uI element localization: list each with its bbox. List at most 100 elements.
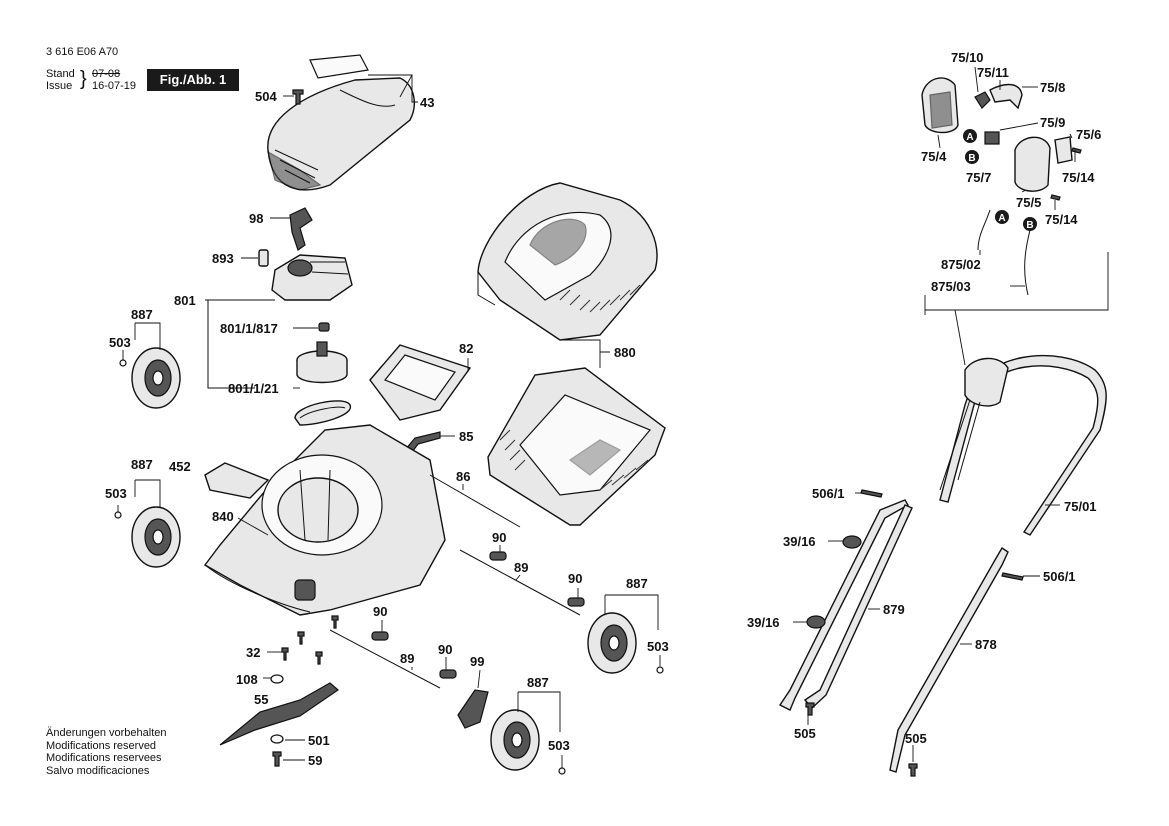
- axle-89-a: [459, 549, 581, 616]
- issue-date: 16-07-19: [92, 80, 137, 92]
- callout-801-1-21: 801/1/21: [228, 381, 279, 396]
- connector-marker-b1: B: [965, 150, 979, 164]
- screw-32-b: [297, 631, 305, 645]
- callout-503-b: 503: [105, 486, 127, 501]
- callout-887-b: 887: [131, 457, 153, 472]
- stand-label: Stand: [46, 68, 75, 80]
- callout-878: 878: [975, 637, 997, 652]
- spring-90-d: [439, 669, 457, 679]
- upper-handle-75-01: [939, 354, 1107, 536]
- spring-90-a: [489, 551, 507, 561]
- callout-98: 98: [249, 211, 263, 226]
- grassbox-bottom-880: [487, 367, 666, 526]
- callout-880: 880: [614, 345, 636, 360]
- callout-86: 86: [456, 469, 470, 484]
- wheel-887-a: [131, 347, 181, 409]
- knob-39-16-b: [806, 615, 826, 629]
- cover-plate-82: [369, 344, 472, 421]
- connector-marker-a1: A: [963, 129, 977, 143]
- callout-887-a: 887: [131, 307, 153, 322]
- callout-82: 82: [459, 341, 473, 356]
- washer-108: [270, 674, 284, 684]
- motor-801: [271, 254, 353, 301]
- connector-marker-a2: A: [995, 210, 1009, 224]
- callout-801: 801: [174, 293, 196, 308]
- callout-75-14-a: 75/14: [1062, 170, 1095, 185]
- callout-75-8: 75/8: [1040, 80, 1065, 95]
- callout-503-a: 503: [109, 335, 131, 350]
- footer-notes: Änderungen vorbehalten Modifications res…: [46, 727, 166, 777]
- callout-875-02: 875/02: [941, 257, 981, 272]
- callout-875-03: 875/03: [931, 279, 971, 294]
- footer-line: Salvo modificaciones: [46, 764, 150, 777]
- marker-a1-label: A: [966, 132, 973, 143]
- marker-b2-label: B: [1026, 220, 1033, 231]
- callout-75-5: 75/5: [1016, 195, 1041, 210]
- callout-59: 59: [308, 753, 322, 768]
- callout-90-b: 90: [568, 571, 582, 586]
- callout-75-14-b: 75/14: [1045, 212, 1078, 227]
- spring-90-c: [371, 631, 389, 641]
- axle-cap-503-d: [558, 767, 566, 775]
- marker-a2-label: A: [998, 213, 1005, 224]
- spring-90-b: [567, 597, 585, 607]
- screw-32-d: [331, 615, 339, 629]
- callout-75-01: 75/01: [1064, 499, 1097, 514]
- axle-cap-503-a: [119, 359, 127, 367]
- group-bracket: [924, 252, 1109, 315]
- callout-887-d: 887: [527, 675, 549, 690]
- mower-deck-840: [203, 424, 446, 616]
- callout-503-d: 503: [548, 738, 570, 753]
- wheel-887-c: [587, 612, 637, 674]
- callout-85: 85: [459, 429, 473, 444]
- issue-label: Issue: [46, 80, 73, 92]
- pulley-part: [296, 341, 348, 384]
- switch-75-9: [984, 131, 1000, 145]
- callout-452: 452: [169, 459, 191, 474]
- callout-801-1-817: 801/1/817: [220, 321, 278, 336]
- callout-505-b: 505: [905, 731, 927, 746]
- callout-90-c: 90: [373, 604, 387, 619]
- cable-875-03: [1024, 229, 1031, 296]
- bolt-59: [272, 751, 282, 767]
- height-lever-99: [457, 689, 489, 729]
- screw-505-b: [908, 763, 918, 777]
- cable-875-02: [977, 209, 991, 251]
- callout-75-10: 75/10: [951, 50, 984, 65]
- switch-housing-75-4: [921, 77, 959, 134]
- axle-89-b: [329, 629, 441, 689]
- callout-879: 879: [883, 602, 905, 617]
- callout-90-d: 90: [438, 642, 452, 657]
- callout-89-a: 89: [514, 560, 528, 575]
- screw-75-14-a: [1071, 147, 1082, 154]
- callout-501: 501: [308, 733, 330, 748]
- callout-55: 55: [254, 692, 268, 707]
- footer-line: Modifications reservees: [46, 752, 162, 764]
- figure-badge: Fig./Abb. 1: [147, 69, 239, 91]
- lever-75-8: [989, 83, 1023, 110]
- callout-43: 43: [420, 95, 434, 110]
- brace-glyph: }: [80, 68, 87, 90]
- label-452: [204, 462, 270, 499]
- callout-840: 840: [212, 509, 234, 524]
- grassbox-lid-880: [477, 182, 658, 341]
- screw-32-a: [281, 647, 289, 661]
- callout-75-9: 75/9: [1040, 115, 1065, 130]
- callout-887-c: 887: [626, 576, 648, 591]
- doc-number: 3 616 E06 A70: [46, 46, 119, 58]
- callout-503-c: 503: [647, 639, 669, 654]
- screw-505-a: [805, 702, 815, 716]
- blade-55: [219, 682, 339, 746]
- callout-506-1-a: 506/1: [812, 486, 845, 501]
- capacitor-893: [258, 249, 269, 267]
- screw-32-c: [315, 651, 323, 665]
- callout-99: 99: [470, 654, 484, 669]
- callout-75-4: 75/4: [921, 149, 947, 164]
- footer-line: Modifications reserved: [46, 739, 157, 752]
- switch-part-98: [289, 207, 313, 251]
- wheel-887-b: [131, 506, 181, 568]
- leader-lines: [117, 66, 1076, 768]
- clamp-75-6: [1054, 136, 1073, 164]
- connector-marker-b2: B: [1023, 217, 1037, 231]
